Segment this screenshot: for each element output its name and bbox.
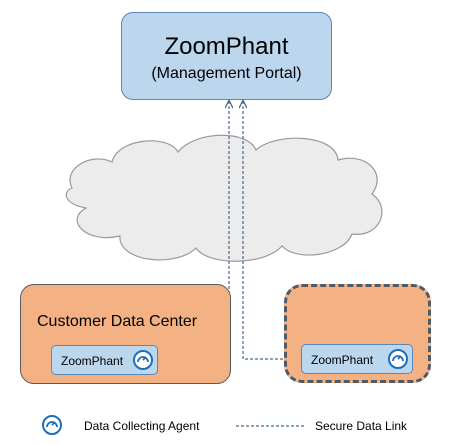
customer-data-center-title: Customer Data Center [37,313,198,330]
cloud-shape [65,134,383,262]
portal-subtitle: (Management Portal) [151,65,302,82]
gauge-icon [133,350,153,370]
gauge-icon [388,349,408,369]
customer-agent-label: ZoomPhant [61,354,124,368]
legend-agent-icon [42,415,62,435]
remote-agent-box: ZoomPhant [301,344,413,374]
customer-agent-box: ZoomPhant [51,345,158,375]
remote-agent-label: ZoomPhant [311,353,374,367]
secure-link-remote [243,101,300,359]
portal-title: ZoomPhant [164,33,289,60]
legend-link-label: Secure Data Link [315,419,408,433]
legend-agent-label: Data Collecting Agent [84,419,200,433]
management-portal-box: ZoomPhant (Management Portal) [121,12,332,100]
